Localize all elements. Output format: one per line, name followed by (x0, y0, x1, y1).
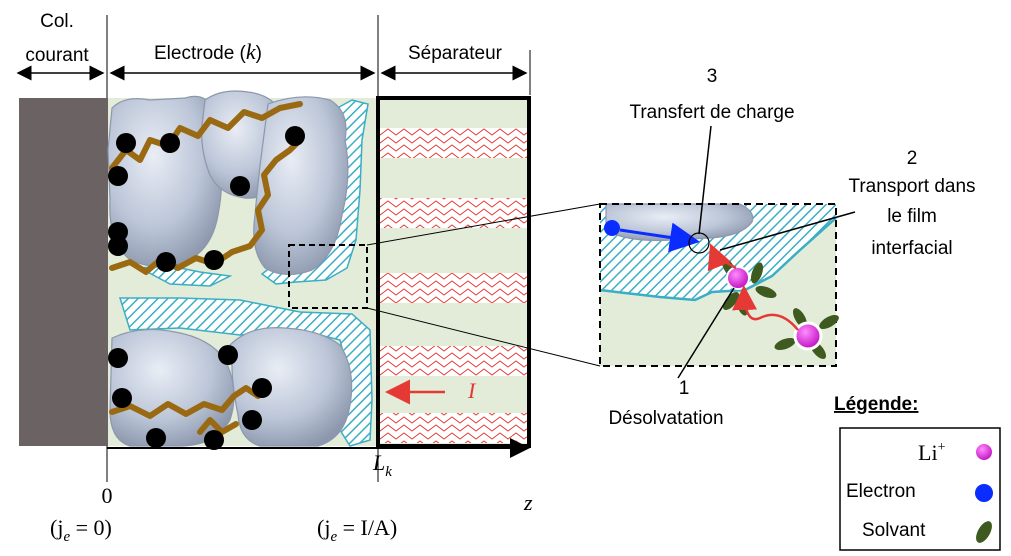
inset-li-ion-desolvated (726, 266, 750, 290)
legend-title: Légende: (834, 394, 918, 415)
binder-chain-lower (109, 385, 261, 419)
inset-film-transport-path (707, 243, 737, 272)
step2-line2: le film (887, 206, 937, 227)
step1-label: Désolvatation (608, 408, 723, 429)
zoom-projection-bottom (366, 307, 601, 367)
separator-fiber-2 (380, 198, 527, 228)
carbon-particles (108, 126, 305, 450)
step1-leader (677, 287, 735, 379)
step2-leader (719, 211, 856, 251)
separator-label: Séparateur (408, 43, 503, 64)
step2-line1: Transport dans (848, 176, 975, 197)
step3-leader (698, 125, 712, 235)
separator (376, 96, 531, 448)
inset-particle (605, 203, 754, 242)
step1-number: 1 (679, 378, 690, 399)
bc-right-label: (je = I/A) (317, 515, 397, 545)
inset-electron (604, 220, 620, 236)
current-collector (19, 98, 108, 446)
legend-li-swatch (974, 442, 994, 462)
legend-solvent-label: Solvant (862, 520, 926, 541)
inset-li-ion-solvated (793, 321, 823, 351)
separator-fiber-3 (380, 273, 527, 303)
binder-network (109, 101, 303, 435)
legend-box (839, 427, 1001, 551)
legend-electron-label: Electron (846, 481, 916, 502)
bc-left-label: (je = 0) (50, 515, 112, 545)
binder-chain-mid (109, 137, 303, 275)
separator-border (376, 96, 531, 448)
step2-line3: interfacial (871, 238, 952, 259)
particle-upper-right (253, 96, 349, 276)
separator-fiber-4 (380, 346, 527, 376)
interphase-film-lower (118, 297, 373, 447)
step3-label: Transfert de charge (629, 102, 794, 123)
zoom-region-marker (288, 244, 368, 309)
collector-label-line1: Col. (40, 11, 74, 32)
legend-solvent-swatch (976, 521, 992, 543)
separator-fiber-1 (380, 128, 527, 158)
inset-electron-path (619, 222, 700, 253)
inset-frame (599, 203, 837, 367)
step3-number: 3 (707, 66, 718, 87)
axis-origin-label: 0 (102, 483, 113, 508)
legend-electron-swatch (975, 484, 993, 502)
axis-lk-label: Lk (372, 450, 392, 480)
binder-chain-lower-end (197, 417, 239, 435)
legend-li-label: Li+ (918, 440, 946, 465)
inset-interphase-boundary (599, 217, 837, 302)
axis-z-label: z (523, 490, 533, 515)
current-symbol: I (467, 378, 477, 403)
collector-label-line2: courant (25, 45, 89, 66)
electrode-label: Electrode (k) (154, 39, 262, 64)
inset-desolvation-path (732, 285, 799, 331)
zoom-inset (599, 203, 839, 367)
step2-number: 2 (907, 148, 918, 169)
binder-chain-upper (109, 101, 303, 171)
separator-fiber-5 (380, 413, 527, 443)
zoom-projection-top (366, 203, 601, 246)
